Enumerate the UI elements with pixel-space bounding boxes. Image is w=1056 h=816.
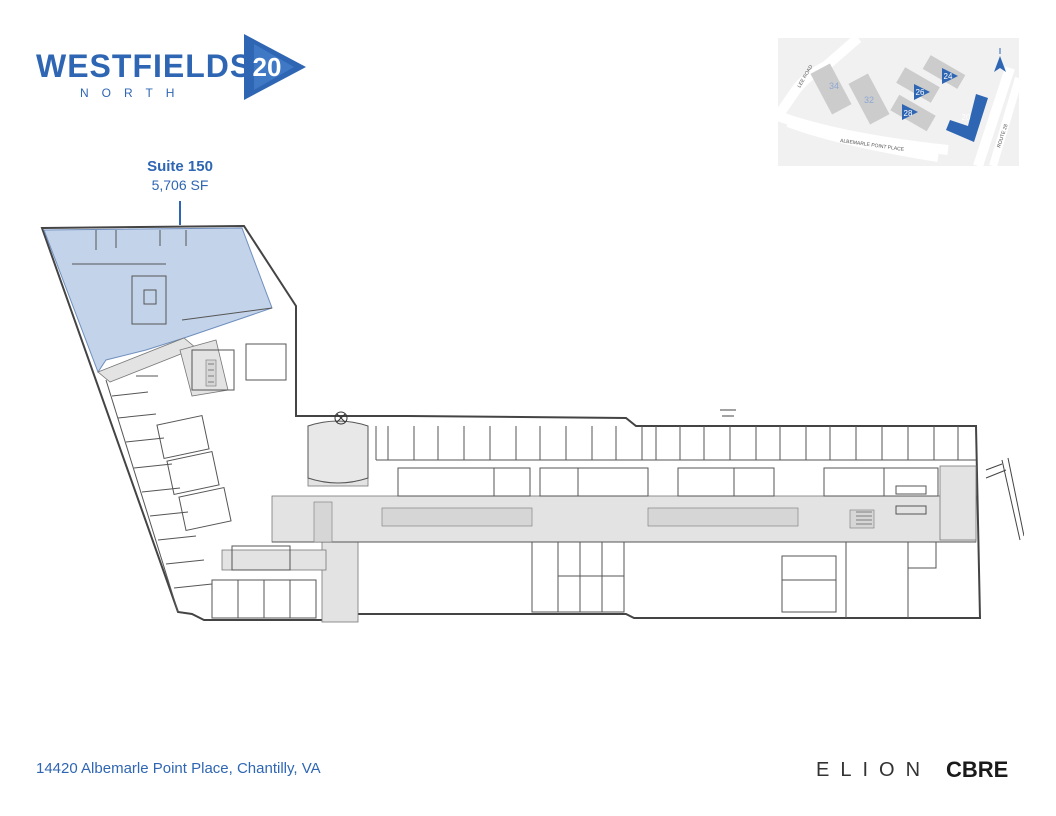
stair-icon bbox=[208, 363, 872, 525]
building-20: 20 bbox=[946, 94, 988, 142]
elevator-icon bbox=[334, 411, 348, 425]
callout-line bbox=[179, 201, 181, 225]
brand-number: 20 bbox=[252, 52, 282, 82]
brand-logo: WESTFIELDS 20 NORTH bbox=[36, 34, 306, 102]
room-partitions bbox=[72, 230, 976, 619]
site-map: 34 32 26 24 28 20 LEE ROAD ALBEMARLE POI… bbox=[773, 34, 1023, 168]
building-34: 34 bbox=[810, 63, 852, 115]
exterior-stair-icon bbox=[720, 409, 1024, 541]
brand-word: WESTFIELDS bbox=[36, 48, 253, 84]
lobby bbox=[307, 420, 369, 484]
svg-text:24: 24 bbox=[944, 72, 953, 81]
suite-callout: Suite 150 5,706 SF bbox=[110, 158, 250, 193]
svg-text:20: 20 bbox=[962, 113, 971, 122]
restroom-cores bbox=[205, 359, 875, 543]
svg-text:26: 26 bbox=[916, 88, 925, 97]
building-28: 28 bbox=[890, 94, 936, 132]
suite-area: 5,706 SF bbox=[151, 177, 209, 193]
building-26: 26 bbox=[896, 67, 940, 103]
svg-text:34: 34 bbox=[829, 81, 839, 91]
north-arrow-icon bbox=[994, 48, 1006, 72]
building-32: 32 bbox=[848, 73, 890, 125]
address: 14420 Albemarle Point Place, Chantilly, … bbox=[36, 760, 321, 777]
floor-plan bbox=[40, 224, 1024, 623]
brand-sub: NORTH bbox=[80, 86, 188, 100]
logo-triangle-icon bbox=[244, 34, 306, 100]
svg-text:32: 32 bbox=[864, 95, 874, 105]
building-24: 24 bbox=[922, 55, 966, 89]
elion-logo: ELION bbox=[816, 759, 932, 781]
suite-name: Suite 150 bbox=[147, 158, 213, 175]
cbre-logo: CBRE bbox=[946, 757, 1009, 782]
svg-text:28: 28 bbox=[904, 109, 913, 118]
